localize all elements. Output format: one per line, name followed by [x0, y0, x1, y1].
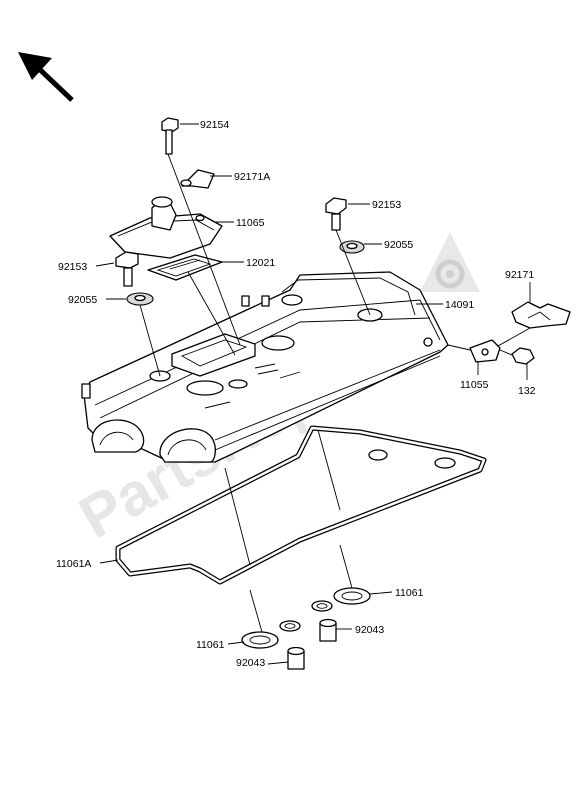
clamp-92171	[511, 301, 571, 329]
cylinder-head-cover	[81, 271, 449, 463]
label-11061A[interactable]: 11061A	[56, 558, 91, 570]
orientation-arrow-icon	[18, 52, 74, 102]
label-11061-left[interactable]: 11061	[196, 639, 225, 651]
label-92043-left[interactable]: 92043	[236, 657, 265, 669]
breather-cover	[109, 196, 223, 259]
bolt-92153-right	[325, 197, 347, 231]
label-92171A[interactable]: 92171A	[234, 171, 270, 183]
label-132[interactable]: 132	[518, 385, 536, 397]
label-11055[interactable]: 11055	[460, 379, 489, 391]
label-11061-right[interactable]: 11061	[395, 587, 424, 599]
label-92153-left[interactable]: 92153	[58, 261, 87, 273]
bolt-92154	[161, 117, 179, 155]
label-92171[interactable]: 92171	[505, 269, 534, 281]
label-92055-right[interactable]: 92055	[384, 239, 413, 251]
washer-92055-right	[339, 240, 365, 254]
spacer-92043-left	[287, 646, 305, 670]
spacer-92043-right	[319, 618, 337, 642]
label-92153-right[interactable]: 92153	[372, 199, 401, 211]
label-92055-left[interactable]: 92055	[68, 294, 97, 306]
watermark-gear-icon	[420, 232, 480, 292]
label-92154[interactable]: 92154	[200, 119, 229, 131]
bolt-92153-left	[115, 251, 139, 287]
seal-11061-left	[241, 620, 301, 649]
part-labels: 92154 92171A 11065 92153 92055 92153 120…	[56, 119, 536, 669]
label-92043-right[interactable]: 92043	[355, 624, 384, 636]
label-14091[interactable]: 14091	[445, 299, 474, 311]
label-12021[interactable]: 12021	[246, 257, 275, 269]
label-11065[interactable]: 11065	[236, 217, 265, 229]
breather-clip	[180, 169, 215, 189]
seal-11061-right	[311, 587, 371, 612]
bolt-132	[511, 347, 535, 365]
bracket-11055	[469, 339, 501, 363]
leader-lines	[95, 123, 531, 665]
head-cover-gasket	[115, 425, 487, 585]
washer-92055-left	[126, 292, 154, 306]
